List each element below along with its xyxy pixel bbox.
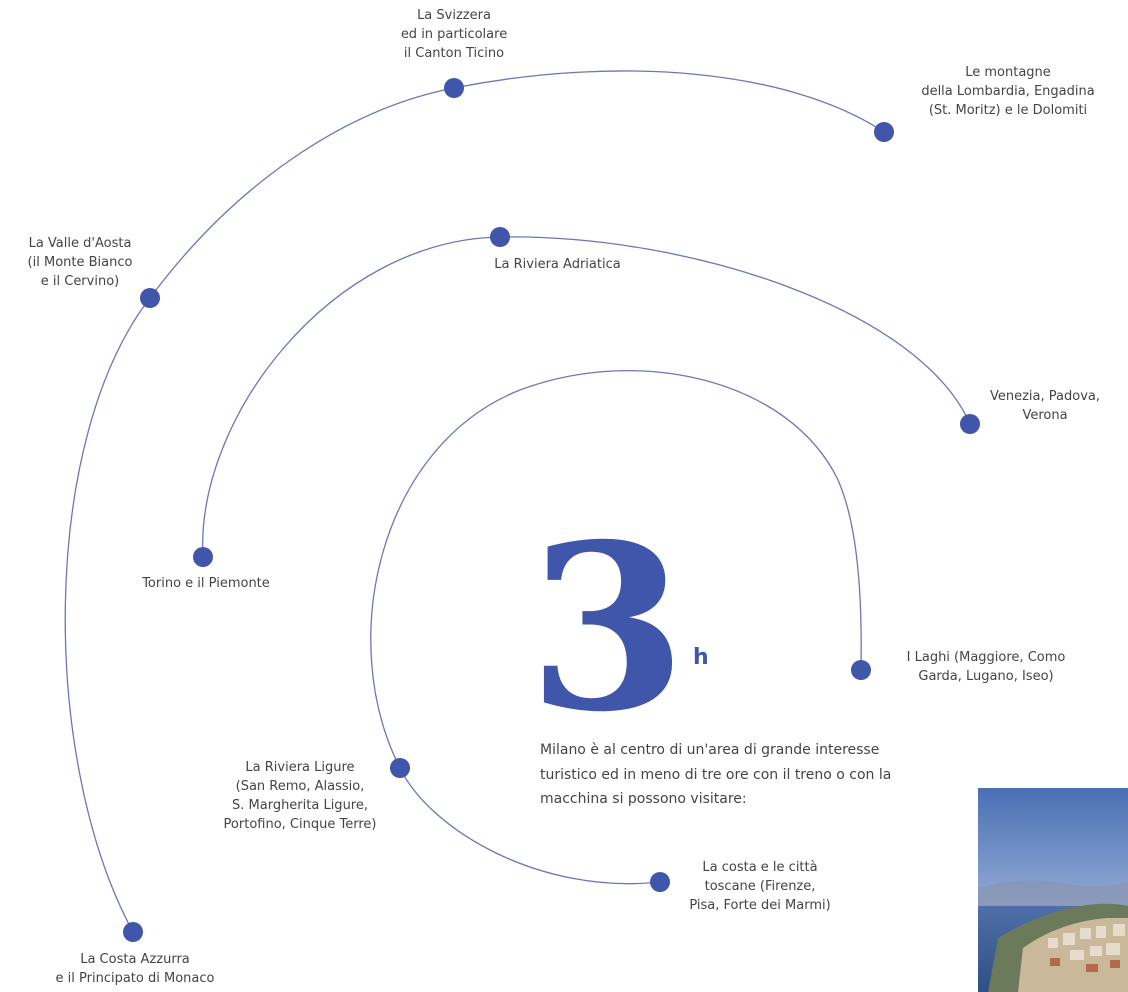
label-line: La Valle d'Aosta bbox=[28, 236, 132, 251]
label-line: S. Margherita Ligure, bbox=[232, 798, 368, 813]
label-line: La Riviera Adriatica bbox=[494, 257, 621, 272]
dot-toscana[interactable] bbox=[650, 872, 670, 892]
label-venezia: Venezia, Padova, Verona bbox=[970, 387, 1120, 425]
label-laghi: I Laghi (Maggiore, Como Garda, Lugano, I… bbox=[876, 648, 1096, 686]
dot-svizzera[interactable] bbox=[444, 78, 464, 98]
lake-photo bbox=[978, 788, 1128, 992]
label-line: il Canton Ticino bbox=[403, 46, 505, 61]
inner-arc bbox=[370, 370, 862, 885]
outer-arc bbox=[64, 70, 885, 933]
label-line: La Riviera Ligure bbox=[245, 760, 355, 775]
label-riviera-ligure: La Riviera Ligure (San Remo, Alassio, S.… bbox=[205, 758, 395, 834]
intro-line: Milano è al centro di un'area di grande … bbox=[540, 742, 880, 758]
label-line: Le montagne bbox=[965, 65, 1051, 80]
label-line: La Costa Azzurra bbox=[80, 952, 190, 967]
dot-montagne[interactable] bbox=[874, 122, 894, 142]
dot-valle-aosta[interactable] bbox=[140, 288, 160, 308]
label-line: Portofino, Cinque Terre) bbox=[223, 817, 377, 832]
big-number-value: 3 bbox=[528, 494, 687, 762]
label-riviera-adriatica: La Riviera Adriatica bbox=[470, 255, 645, 274]
label-line: Pisa, Forte dei Marmi) bbox=[689, 898, 831, 913]
label-line: Venezia, Padova, bbox=[989, 389, 1100, 404]
dot-riviera-adriatica[interactable] bbox=[490, 227, 510, 247]
destination-dots bbox=[123, 78, 980, 942]
intro-line: macchina si possono visitare: bbox=[540, 791, 747, 807]
label-line: (St. Moritz) e le Dolomiti bbox=[928, 103, 1088, 118]
label-line: ed in particolare bbox=[400, 27, 508, 42]
label-svizzera: La Svizzera ed in particolare il Canton … bbox=[384, 6, 524, 63]
label-line: I Laghi (Maggiore, Como bbox=[906, 650, 1066, 665]
dot-venezia[interactable] bbox=[960, 414, 980, 434]
label-valle-aosta: La Valle d'Aosta (il Monte Bianco e il C… bbox=[10, 234, 150, 291]
intro-paragraph: Milano è al centro di un'area di grande … bbox=[540, 738, 960, 812]
label-line: e il Cervino) bbox=[40, 274, 120, 289]
label-line: Torino e il Piemonte bbox=[142, 576, 270, 591]
label-line: (San Remo, Alassio, bbox=[235, 779, 365, 794]
intro-line: turistico ed in meno di tre ore con il t… bbox=[540, 766, 892, 783]
label-line: Verona bbox=[1022, 408, 1068, 423]
label-montagne: Le montagne della Lombardia, Engadina (S… bbox=[893, 63, 1123, 120]
dot-laghi[interactable] bbox=[851, 660, 871, 680]
big-number-unit: h bbox=[693, 645, 709, 670]
label-line: (il Monte Bianco bbox=[27, 255, 133, 270]
label-line: della Lombardia, Engadina bbox=[921, 84, 1095, 99]
label-line: La costa e le città bbox=[702, 860, 818, 875]
label-line: La Svizzera bbox=[417, 8, 491, 23]
label-toscana: La costa e le città toscane (Firenze, Pi… bbox=[660, 858, 860, 915]
label-line: Garda, Lugano, Iseo) bbox=[918, 669, 1054, 684]
three-hours-badge: 3 h bbox=[528, 494, 709, 762]
lake-photo-image bbox=[978, 788, 1128, 992]
label-torino: Torino e il Piemonte bbox=[106, 574, 306, 593]
label-line: toscane (Firenze, bbox=[704, 879, 816, 894]
dot-costa-azzurra[interactable] bbox=[123, 922, 143, 942]
label-costa-azzurra: La Costa Azzurra e il Principato di Mona… bbox=[30, 950, 240, 988]
dot-riviera-ligure[interactable] bbox=[390, 758, 410, 778]
dot-torino[interactable] bbox=[193, 547, 213, 567]
label-line: e il Principato di Monaco bbox=[55, 971, 215, 986]
